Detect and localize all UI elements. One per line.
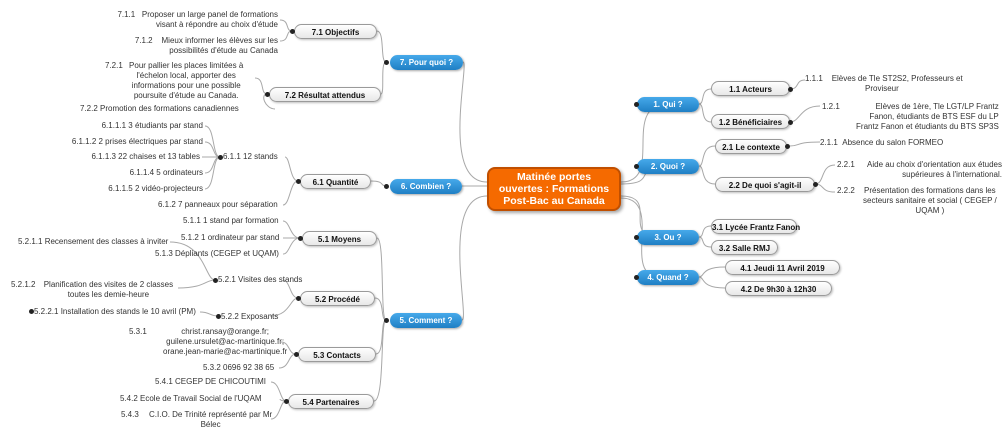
leaf-5-1-1: 5.1.1 1 stand par formation [183, 216, 279, 225]
leaf-5-1-2: 5.1.2 1 ordinateur par stand [181, 233, 280, 242]
leaf-5-2-1-2: 5.2.1.2 Planification des visites de 2 c… [11, 280, 174, 299]
leaf-6-1-2: 6.1.2 7 panneaux pour séparation [158, 200, 278, 209]
leaf-5-1-3: 5.1.3 Dépliants (CEGEP et UQAM) [155, 249, 279, 258]
branch-combien[interactable]: 6. Combien ? [390, 179, 462, 194]
collapse-dot[interactable] [634, 164, 639, 169]
collapse-dot[interactable] [296, 296, 301, 301]
sub-salle[interactable]: 3.2 Salle RMJ [711, 240, 778, 255]
sub-contacts[interactable]: 5.3 Contacts [298, 347, 376, 362]
collapse-dot[interactable] [788, 120, 793, 125]
collapse-dot[interactable] [290, 29, 295, 34]
leaf-6-1-1-3: 6.1.1.3 22 chaises et 13 tables [91, 152, 200, 161]
sub-acteurs[interactable]: 1.1 Acteurs [711, 81, 790, 96]
leaf-2-2-1: 2.2.1 Aide au choix d'orientation aux ét… [837, 160, 1002, 179]
sub-beneficiaires[interactable]: 1.2 Bénéficiaires [711, 114, 790, 129]
leaf-7-2-1: 7.2.1 Pour pallier les places limitées à… [105, 61, 244, 100]
sub-partenaires[interactable]: 5.4 Partenaires [288, 394, 374, 409]
leaf-6-1-1: 6.1.1 12 stands [223, 152, 278, 161]
collapse-dot[interactable] [785, 144, 790, 149]
leaf-5-2-1-1: 5.2.1.1 Recensement des classes à invite… [18, 237, 169, 246]
leaf-2-1-1: 2.1.1 Absence du salon FORMEO [820, 138, 944, 147]
sub-date[interactable]: 4.1 Jeudi 11 Avril 2019 [725, 260, 840, 275]
collapse-dot[interactable] [29, 309, 34, 314]
leaf-5-4-3: 5.4.3 C.I.O. De Trinité représenté par M… [121, 410, 273, 429]
leaf-2-2-2: 2.2.2 Présentation des formations dans l… [837, 186, 997, 215]
leaf-5-2-2-1: 5.2.2.1 Installation des stands le 10 av… [34, 307, 196, 316]
leaf-6-1-1-2: 6.1.1.2 2 prises électriques par stand [71, 137, 203, 146]
collapse-dot[interactable] [296, 179, 301, 184]
leaf-5-2-1: 5.2.1 Visites des stands [218, 275, 303, 284]
branch-comment[interactable]: 5. Comment ? [390, 313, 462, 328]
leaf-5-4-1: 5.4.1 CEGEP DE CHICOUTIMI [155, 377, 266, 386]
sub-lycee[interactable]: 3.1 Lycée Frantz Fanon [711, 219, 800, 234]
collapse-dot[interactable] [634, 235, 639, 240]
collapse-dot[interactable] [384, 318, 389, 323]
sub-heure[interactable]: 4.2 De 9h30 à 12h30 [725, 281, 832, 296]
collapse-dot[interactable] [634, 275, 639, 280]
branch-ou[interactable]: 3. Ou ? [637, 230, 699, 245]
collapse-dot[interactable] [634, 102, 639, 107]
central-topic-line-3: Post-Bac au Canada [503, 195, 605, 207]
leaf-7-2-2: 7.2.2 Promotion des formations canadienn… [80, 104, 239, 113]
sub-moyens[interactable]: 5.1 Moyens [302, 231, 377, 246]
leaf-5-4-2: 5.4.2 Ecole de Travail Social de l'UQAM [120, 394, 262, 403]
sub-de-quoi[interactable]: 2.2 De quoi s'agit-il [715, 177, 815, 192]
sub-procede[interactable]: 5.2 Procédé [300, 291, 375, 306]
collapse-dot[interactable] [265, 92, 270, 97]
leaf-6-1-1-5: 6.1.1.5 2 vidéo-projecteurs [108, 184, 203, 193]
collapse-dot[interactable] [298, 236, 303, 241]
central-topic-line-1: Matinée portes [516, 171, 592, 183]
collapse-dot[interactable] [284, 399, 289, 404]
collapse-dot[interactable] [218, 155, 223, 160]
leaf-6-1-1-4: 6.1.1.4 5 ordinateurs [129, 168, 203, 177]
sub-objectifs[interactable]: 7.1 Objectifs [294, 24, 377, 39]
collapse-dot[interactable] [384, 184, 389, 189]
leaf-1-1-1: 1.1.1 Elèves de Tle ST2S2, Professeurs e… [805, 74, 963, 93]
leaf-5-2-2: 5.2.2 Exposants [221, 312, 279, 321]
leaf-5-3-2: 5.3.2 0696 92 38 65 [203, 363, 275, 372]
central-topic-line-2: ouvertes : Formations [498, 183, 610, 195]
leaf-7-1-1: 7.1.1 Proposer un large panel de formati… [117, 10, 278, 29]
sub-resultat[interactable]: 7.2 Résultat attendus [269, 87, 381, 102]
collapse-dot[interactable] [213, 278, 218, 283]
sub-contexte[interactable]: 2.1 Le contexte [715, 139, 787, 154]
collapse-dot[interactable] [216, 314, 221, 319]
sub-quantite[interactable]: 6.1 Quantité [300, 174, 371, 189]
collapse-dot[interactable] [813, 182, 818, 187]
branch-quoi[interactable]: 2. Quoi ? [637, 159, 699, 174]
branch-quand[interactable]: 4. Quand ? [637, 270, 699, 285]
leaf-5-3-1: 5.3.1 christ.ransay@orange.fr;guilene.ur… [129, 327, 288, 356]
leaf-6-1-1-1: 6.1.1.1 3 étudiants par stand [101, 121, 203, 130]
branch-qui[interactable]: 1. Qui ? [637, 97, 699, 112]
central-topic[interactable]: Matinée portes ouvertes : Formations Pos… [487, 167, 621, 211]
branch-pour-quoi[interactable]: 7. Pour quoi ? [390, 55, 463, 70]
collapse-dot[interactable] [384, 60, 389, 65]
collapse-dot[interactable] [294, 352, 299, 357]
collapse-dot[interactable] [788, 87, 793, 92]
